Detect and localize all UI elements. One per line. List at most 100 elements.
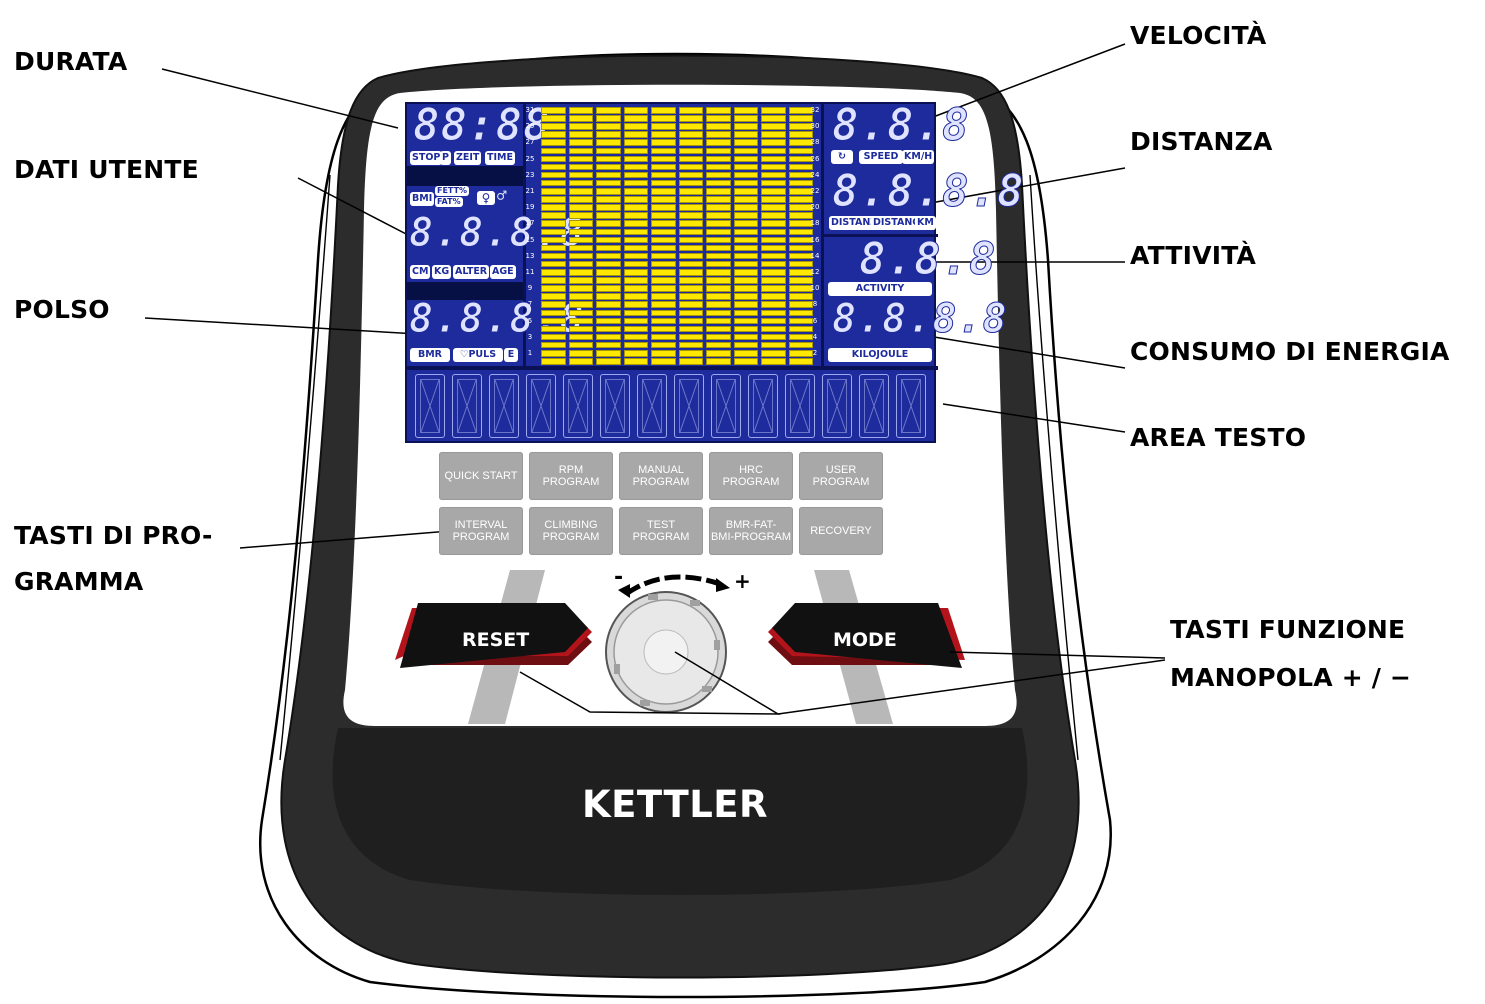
- profile-bar-segment: [623, 179, 648, 187]
- time-tag: TIME: [485, 151, 515, 165]
- kilojoule-tag: KILOJOULE: [828, 348, 932, 362]
- profile-bar-segment: [733, 341, 758, 349]
- text-area-character-cell: [452, 374, 482, 438]
- profile-bar-segment: [761, 171, 786, 179]
- profile-bar-segment: [706, 285, 731, 292]
- kg-tag: KG: [432, 265, 452, 279]
- profile-bar-segment: [733, 252, 758, 260]
- profile-bar-segment: [623, 325, 648, 333]
- lcd-divider: [407, 282, 523, 300]
- profile-bar-segment: [623, 252, 648, 260]
- profile-bar-segment: [623, 293, 648, 300]
- profile-bar-segment: [541, 317, 566, 325]
- program-button-recovery[interactable]: RECOVERY: [799, 507, 883, 555]
- profile-bar-segment: [596, 317, 621, 325]
- text-area-character-cell: [748, 374, 778, 438]
- profile-bar-segment: [788, 179, 813, 187]
- profile-bar-segment: [706, 171, 731, 179]
- profile-bar-segment: [568, 115, 593, 122]
- profile-bar-segment: [541, 285, 566, 292]
- row-number-right: 24: [810, 170, 820, 179]
- profile-bar-segment: [568, 147, 593, 154]
- program-button-bmr-fat-bmi-program[interactable]: BMR-FAT-BMI-PROGRAM: [709, 507, 793, 555]
- profile-bar-segment: [706, 317, 731, 325]
- profile-bar-segment: [651, 115, 676, 122]
- profile-bar-segment: [733, 309, 758, 316]
- callout-velocita: VELOCITÀ: [1130, 21, 1267, 50]
- profile-bar-segment: [651, 236, 676, 244]
- profile-bar-segment: [623, 309, 648, 316]
- profile-bar-segment: [541, 277, 566, 284]
- profile-bar-segment: [568, 341, 593, 349]
- row-number-right: 8: [812, 300, 818, 309]
- row-number-right: 2: [812, 349, 818, 357]
- profile-bar-segment: [678, 212, 703, 219]
- mode-button[interactable]: MODE: [833, 629, 897, 651]
- profile-bar-segment: [788, 155, 813, 163]
- profile-bar-segment: [788, 252, 813, 260]
- kmh-tag: KM/H: [902, 150, 935, 164]
- profile-bar-segment: [596, 212, 621, 219]
- row-number-right: 4: [812, 332, 818, 341]
- profile-bar-segment: [623, 155, 648, 163]
- row-number-left: 9: [527, 284, 533, 293]
- profile-bar-segment: [733, 350, 758, 357]
- profile-bar-segment: [541, 179, 566, 187]
- profile-bar-segment: [788, 309, 813, 316]
- profile-bar-segment: [541, 220, 566, 227]
- profile-bar-segment: [733, 325, 758, 333]
- cm-tag: CM: [410, 265, 431, 279]
- profile-bar-segment: [678, 244, 703, 252]
- profile-bar-segment: [761, 260, 786, 268]
- profile-bar-segment: [568, 317, 593, 325]
- profile-bar-segment: [651, 252, 676, 260]
- profile-bar-segment: [706, 163, 731, 171]
- row-number-left: 27: [525, 138, 535, 147]
- lcd-divider: [407, 366, 938, 370]
- profile-bar-segment: [733, 293, 758, 300]
- profile-bar-segment: [788, 228, 813, 235]
- profile-bar-segment: [706, 301, 731, 308]
- profile-bar-segment: [568, 293, 593, 300]
- profile-bar-segment: [651, 139, 676, 146]
- profile-bar-segment: [678, 171, 703, 179]
- row-number-left: 29: [525, 122, 535, 131]
- profile-bar-segment: [788, 325, 813, 333]
- profile-bar-segment: [596, 147, 621, 154]
- profile-bar-segment: [623, 269, 648, 276]
- profile-bar-segment: [761, 358, 786, 365]
- profile-bar-segment: [733, 131, 758, 138]
- profile-bar-segment: [761, 277, 786, 284]
- profile-bar-segment: [568, 188, 593, 195]
- reset-button[interactable]: RESET: [462, 629, 530, 651]
- profile-bar-segment: [761, 269, 786, 276]
- row-number-right: 30: [810, 122, 820, 131]
- profile-bar-segment: [541, 325, 566, 333]
- callout-manopola: MANOPOLA + / −: [1170, 663, 1412, 692]
- profile-bar-segment: [596, 179, 621, 187]
- profile-bar-segment: [541, 236, 566, 244]
- profile-bar-segment: [568, 204, 593, 211]
- profile-bar-segment: [761, 301, 786, 308]
- profile-bar-segment: [651, 269, 676, 276]
- control-knob[interactable]: [606, 592, 726, 712]
- profile-bar-segment: [541, 333, 566, 341]
- program-button-quick-start[interactable]: QUICK START: [439, 452, 523, 500]
- profile-bar-segment: [761, 350, 786, 357]
- profile-bar-segment: [706, 325, 731, 333]
- profile-bar-segment: [568, 244, 593, 252]
- profile-bar-segment: [706, 244, 731, 252]
- profile-bar-segment: [596, 301, 621, 308]
- profile-bar-segment: [623, 341, 648, 349]
- profile-bar-segment: [651, 350, 676, 357]
- profile-bar-segment: [733, 123, 758, 130]
- profile-bar-segment: [678, 317, 703, 325]
